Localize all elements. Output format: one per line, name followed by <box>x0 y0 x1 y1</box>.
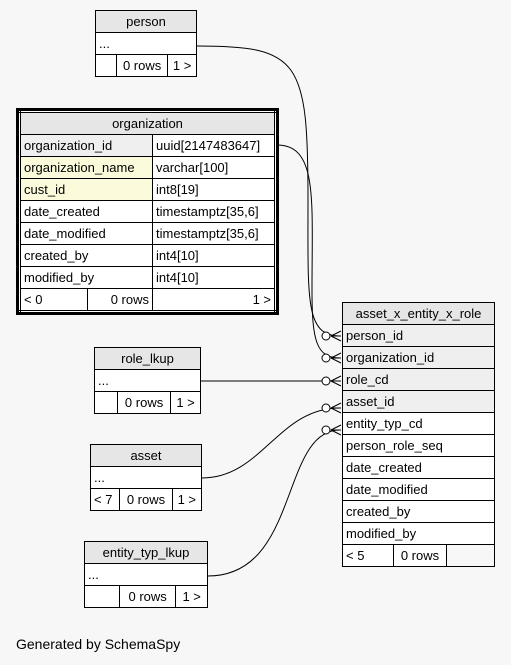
children-count: 1 > <box>152 288 276 312</box>
column-name[interactable]: date_modified <box>19 222 153 245</box>
table-ellipsis: ... <box>90 466 202 489</box>
parents-count: < 7 <box>89 488 121 511</box>
edge-entity-typ-lkup-to-entity-typ-cd <box>207 429 341 577</box>
column-name[interactable]: created_by <box>19 244 153 267</box>
column-type: varchar[100] <box>152 156 276 179</box>
rows-count: 0 rows <box>393 544 447 567</box>
table-asset-x-entity-x-role[interactable]: asset_x_entity_x_role person_id organiza… <box>342 302 495 567</box>
table-person[interactable]: person ... 0 rows 1 > <box>95 10 197 77</box>
column-name[interactable]: date_created <box>19 200 153 223</box>
rows-count: 0 rows <box>119 488 173 511</box>
column-type: int8[19] <box>152 178 276 201</box>
table-title[interactable]: organization <box>19 111 276 135</box>
column-name[interactable]: asset_id <box>342 390 495 413</box>
table-role-lkup[interactable]: role_lkup ... 0 rows 1 > <box>94 347 201 414</box>
table-title[interactable]: entity_typ_lkup <box>84 541 208 564</box>
column-name[interactable]: modified_by <box>342 522 495 545</box>
column-name[interactable]: cust_id <box>19 178 153 201</box>
column-name[interactable]: modified_by <box>19 266 153 289</box>
column-name[interactable]: person_role_seq <box>342 434 495 457</box>
edge-person-to-person-id <box>196 45 341 337</box>
rows-count: 0 rows <box>87 288 153 312</box>
children-count: 1 > <box>171 488 203 511</box>
edge-end-person-id <box>321 331 331 341</box>
parents-count: < 0 <box>19 288 88 312</box>
children-count: 1 > <box>167 54 197 77</box>
column-name[interactable]: created_by <box>342 500 495 523</box>
column-type: int4[10] <box>152 266 276 289</box>
table-title[interactable]: role_lkup <box>94 347 201 370</box>
edge-end-role-cd <box>321 376 331 386</box>
parents-cell <box>94 391 118 414</box>
column-name[interactable]: person_id <box>342 324 495 347</box>
parents-cell <box>95 54 117 77</box>
parents-cell <box>84 585 120 608</box>
table-ellipsis: ... <box>94 369 201 392</box>
table-ellipsis: ... <box>95 32 197 55</box>
column-name[interactable]: organization_id <box>342 346 495 369</box>
generated-by-label: Generated by SchemaSpy <box>16 636 181 652</box>
edge-asset-to-asset-id <box>201 407 341 479</box>
table-title[interactable]: asset <box>90 444 202 467</box>
edge-end-asset-id <box>321 403 331 413</box>
column-name[interactable]: organization_name <box>19 156 153 179</box>
column-type: timestamptz[35,6] <box>152 222 276 245</box>
column-name[interactable]: entity_typ_cd <box>342 412 495 435</box>
column-name[interactable]: date_modified <box>342 478 495 501</box>
column-type: int4[10] <box>152 244 276 267</box>
column-type: timestamptz[35,6] <box>152 200 276 223</box>
column-name[interactable]: role_cd <box>342 368 495 391</box>
table-title[interactable]: asset_x_entity_x_role <box>342 302 495 325</box>
rows-count: 0 rows <box>115 54 169 77</box>
table-entity-typ-lkup[interactable]: entity_typ_lkup ... 0 rows 1 > <box>84 541 208 608</box>
children-count: 1 > <box>170 391 201 414</box>
edge-end-entity-typ-cd <box>321 425 331 435</box>
edge-organization-to-organization-id <box>276 144 341 359</box>
table-title[interactable]: person <box>95 10 197 33</box>
table-asset[interactable]: asset ... < 7 0 rows 1 > <box>89 444 203 511</box>
rows-count: 0 rows <box>116 391 172 414</box>
parents-count: < 5 <box>342 544 394 567</box>
children-count: 1 > <box>175 585 208 608</box>
children-cell <box>446 544 495 567</box>
column-type: uuid[2147483647] <box>152 134 276 157</box>
table-ellipsis: ... <box>84 563 208 586</box>
column-name[interactable]: organization_id <box>19 134 153 157</box>
column-name[interactable]: date_created <box>342 456 495 479</box>
edge-end-organization-id <box>321 353 331 363</box>
rows-count: 0 rows <box>118 585 177 608</box>
